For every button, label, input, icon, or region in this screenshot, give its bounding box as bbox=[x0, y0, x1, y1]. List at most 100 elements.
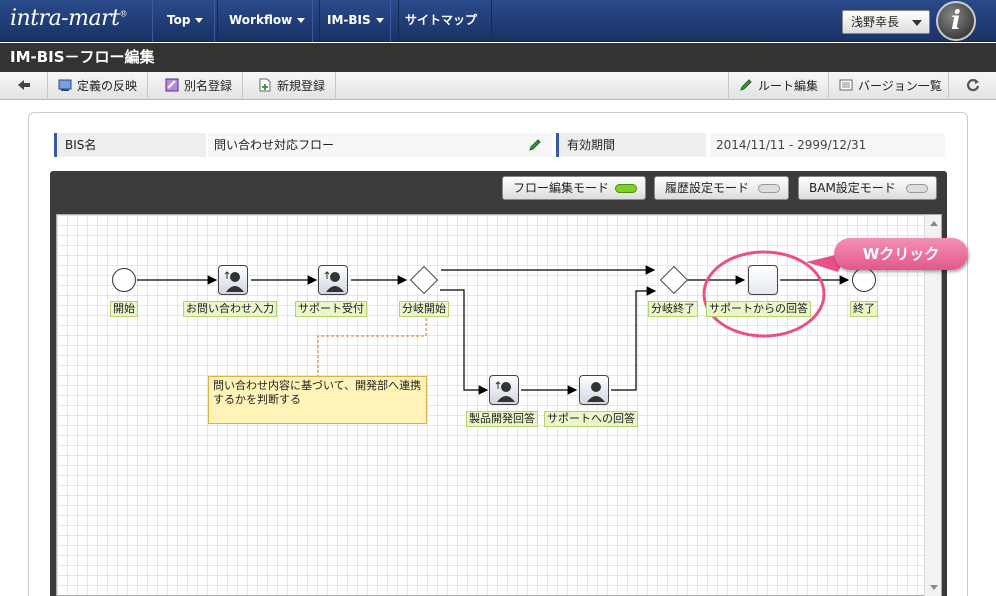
double-click-callout: Wクリック bbox=[834, 238, 968, 270]
start-node-label: 開始 bbox=[110, 301, 138, 317]
version-list-button[interactable]: バージョン一覧 bbox=[828, 72, 952, 100]
brand-i-icon[interactable]: i bbox=[936, 1, 976, 41]
mode-indicator-off bbox=[906, 184, 928, 193]
inquiry-input-text: お問い合わせ入力 bbox=[186, 302, 274, 315]
new-register-button[interactable]: 新規登録 bbox=[248, 72, 337, 100]
bis-info-row: BIS名 問い合わせ対応フロー 有効期間 2014/11/11 - 2999/1… bbox=[54, 133, 945, 157]
annotation-note-text: 問い合わせ内容に基づいて、開発部へ連携するかを判断する bbox=[213, 379, 422, 406]
end-node[interactable] bbox=[852, 268, 876, 292]
user-task-icon bbox=[495, 381, 515, 402]
user-task-icon bbox=[224, 271, 244, 292]
vertical-scrollbar[interactable] bbox=[924, 215, 941, 596]
new-document-icon bbox=[259, 78, 271, 92]
alias-register-button[interactable]: 別名登録 bbox=[155, 72, 244, 100]
reflect-definition-button[interactable]: 定義の反映 bbox=[48, 72, 149, 100]
product-dev-answer-label: 製品開発回答 bbox=[466, 411, 538, 427]
back-button[interactable] bbox=[0, 72, 48, 100]
chevron-down-icon bbox=[297, 18, 306, 23]
deploy-icon bbox=[58, 79, 72, 91]
page-title: IM-BIS－フロー編集 bbox=[10, 48, 155, 66]
support-accept-text: サポート受付 bbox=[298, 302, 364, 315]
period-label: 有効期間 bbox=[556, 133, 706, 157]
nav-menu-im-bis[interactable]: IM-BIS bbox=[312, 0, 399, 42]
note-connector bbox=[317, 303, 427, 376]
bis-name-value: 問い合わせ対応フロー bbox=[208, 133, 552, 157]
start-node-text: 開始 bbox=[113, 302, 135, 315]
refresh-button[interactable] bbox=[948, 72, 996, 100]
double-click-highlight-ring bbox=[702, 250, 826, 338]
mode-indicator-on bbox=[615, 184, 637, 193]
support-accept-label: サポート受付 bbox=[295, 301, 367, 317]
intra-mart-logo[interactable]: intra-mart® bbox=[10, 6, 127, 31]
branch-end-text: 分岐終了 bbox=[651, 302, 695, 315]
product-dev-answer-task[interactable] bbox=[489, 375, 519, 405]
nav-menu-workflow-label: Workflow bbox=[229, 13, 293, 27]
bis-name-edit-button[interactable] bbox=[528, 138, 542, 155]
mode-indicator-off bbox=[758, 184, 780, 193]
inquiry-input-label: お問い合わせ入力 bbox=[183, 301, 277, 317]
page-title-bar: IM-BIS－フロー編集 bbox=[0, 43, 996, 72]
pencil-icon bbox=[740, 79, 752, 91]
chevron-down-icon bbox=[375, 18, 384, 23]
answer-to-support-label: サポートへの回答 bbox=[544, 411, 638, 427]
brand-i-letter: i bbox=[951, 6, 961, 36]
branch-end-label: 分岐終了 bbox=[648, 301, 698, 317]
period-label-text: 有効期間 bbox=[567, 138, 616, 152]
bis-name-label-text: BIS名 bbox=[65, 138, 97, 152]
history-mode-button[interactable]: 履歴設定モード bbox=[654, 176, 789, 200]
nav-menu-sitemap[interactable]: サイトマップ bbox=[390, 0, 493, 42]
flow-edit-mode-label: フロー編集モード bbox=[513, 181, 610, 195]
nav-menu-top[interactable]: Top bbox=[152, 0, 219, 42]
answer-to-support-task[interactable] bbox=[579, 375, 609, 405]
period-value: 2014/11/11 - 2999/12/31 bbox=[710, 133, 945, 157]
branch-start-text: 分岐開始 bbox=[402, 302, 446, 315]
toolbar: 定義の反映 別名登録 新規登録 ルート編集 バージョン一覧 bbox=[0, 72, 996, 100]
answer-from-support-task[interactable] bbox=[748, 265, 778, 295]
double-click-callout-text: Wクリック bbox=[862, 245, 940, 263]
flow-canvas[interactable] bbox=[56, 214, 942, 596]
user-menu-button[interactable]: 浅野幸長 bbox=[842, 10, 930, 34]
bam-mode-button[interactable]: BAM設定モード bbox=[798, 176, 937, 200]
alias-register-label: 別名登録 bbox=[184, 79, 233, 93]
arrow-left-icon bbox=[17, 80, 30, 90]
nav-menu-workflow[interactable]: Workflow bbox=[214, 0, 321, 42]
route-edit-button[interactable]: ルート編集 bbox=[728, 72, 828, 100]
reflect-definition-label: 定義の反映 bbox=[77, 79, 138, 93]
branch-start-label: 分岐開始 bbox=[399, 301, 449, 317]
support-accept-task[interactable] bbox=[318, 265, 348, 295]
version-list-label: バージョン一覧 bbox=[858, 79, 942, 93]
route-edit-label: ルート編集 bbox=[758, 79, 819, 93]
user-task-icon bbox=[587, 382, 605, 402]
refresh-icon bbox=[966, 79, 979, 92]
dropdown-caret-icon bbox=[912, 20, 922, 26]
annotation-note[interactable]: 問い合わせ内容に基づいて、開発部へ連携するかを判断する bbox=[208, 376, 427, 424]
bam-mode-label: BAM設定モード bbox=[809, 181, 896, 195]
pencil-icon bbox=[529, 139, 541, 151]
logo-registered-mark: ® bbox=[119, 9, 127, 19]
product-dev-answer-text: 製品開発回答 bbox=[469, 412, 535, 425]
start-node[interactable] bbox=[112, 268, 136, 292]
list-icon bbox=[839, 79, 853, 91]
chevron-down-icon bbox=[195, 18, 204, 23]
top-navigation-bar: intra-mart® Top Workflow IM-BIS サイトマップ 浅… bbox=[0, 0, 996, 42]
user-name: 浅野幸長 bbox=[851, 15, 900, 29]
scroll-up-arrow[interactable] bbox=[930, 221, 938, 226]
alias-icon bbox=[165, 78, 179, 92]
end-node-label: 終了 bbox=[850, 301, 878, 317]
user-task-icon bbox=[324, 271, 344, 292]
history-mode-label: 履歴設定モード bbox=[665, 181, 750, 195]
new-register-label: 新規登録 bbox=[277, 79, 326, 93]
bis-name-value-text: 問い合わせ対応フロー bbox=[214, 138, 335, 152]
flow-edit-mode-button[interactable]: フロー編集モード bbox=[502, 176, 646, 200]
nav-menu-sitemap-label: サイトマップ bbox=[405, 13, 478, 27]
inquiry-input-task[interactable] bbox=[218, 265, 248, 295]
edge-branch-to-product-dev bbox=[440, 289, 489, 395]
end-node-text: 終了 bbox=[853, 302, 875, 315]
scroll-down-arrow[interactable] bbox=[930, 585, 938, 590]
answer-from-support-text: サポートからの回答 bbox=[709, 302, 808, 315]
bis-name-label: BIS名 bbox=[54, 133, 206, 157]
answer-to-support-text: サポートへの回答 bbox=[547, 412, 635, 425]
nav-menu-im-bis-label: IM-BIS bbox=[327, 13, 371, 27]
period-value-text: 2014/11/11 - 2999/12/31 bbox=[716, 138, 867, 152]
